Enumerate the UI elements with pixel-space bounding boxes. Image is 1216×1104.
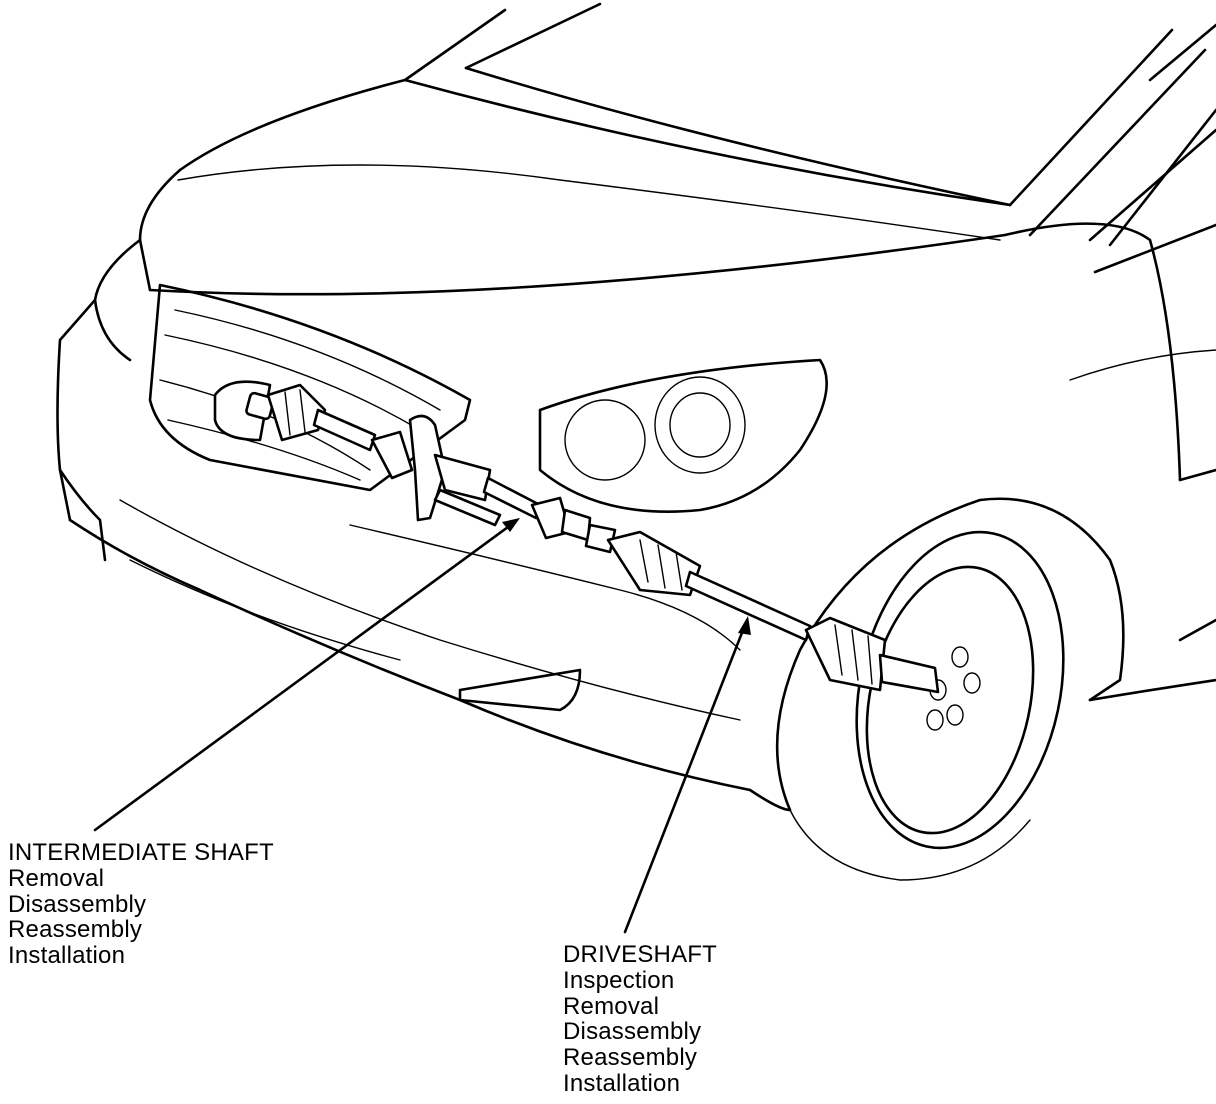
intermediate-shaft-step-installation[interactable]: Installation <box>8 942 126 970</box>
driveshaft-step-removal[interactable]: Removal <box>563 992 660 1020</box>
leader-lines <box>93 518 751 934</box>
driveshaft-callout: DRIVESHAFT Inspection Removal Disassembl… <box>563 942 717 1097</box>
car-body <box>56 2 1216 881</box>
driveshaft-title: DRIVESHAFT <box>563 941 718 968</box>
driveshaft-step-reassembly[interactable]: Reassembly <box>563 1044 698 1072</box>
intermediate-shaft-step-disassembly[interactable]: Disassembly <box>8 890 147 918</box>
intermediate-shaft-title: INTERMEDIATE SHAFT <box>8 839 274 866</box>
intermediate-shaft-assembly <box>213 380 502 527</box>
driveshaft-assembly <box>482 476 940 694</box>
intermediate-shaft-callout: INTERMEDIATE SHAFT Removal Disassembly R… <box>8 840 274 969</box>
driveshaft-step-inspection[interactable]: Inspection <box>563 966 675 994</box>
driveshaft-step-installation[interactable]: Installation <box>563 1069 681 1097</box>
intermediate-shaft-step-reassembly[interactable]: Reassembly <box>8 916 143 944</box>
intermediate-shaft-step-removal[interactable]: Removal <box>8 864 105 892</box>
driveshaft-step-disassembly[interactable]: Disassembly <box>563 1018 702 1046</box>
